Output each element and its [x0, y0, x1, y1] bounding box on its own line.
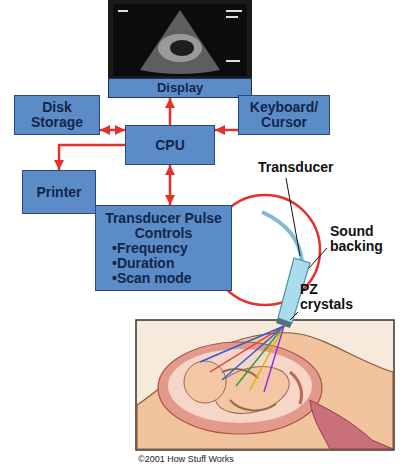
- part-label: PZ crystals: [300, 282, 370, 312]
- storage-box: Disk Storage: [14, 95, 100, 135]
- box-label: Keyboard/ Cursor: [243, 100, 325, 130]
- monitor: [108, 0, 252, 80]
- box-label: Display: [113, 81, 247, 95]
- bullet-item: •Frequency: [100, 241, 227, 256]
- fetus-head: [184, 361, 226, 403]
- probe-cable: [262, 212, 302, 262]
- box-label: Transducer Pulse Controls: [100, 211, 227, 241]
- monitor-frame: [108, 0, 252, 80]
- pelvic-organs: [310, 400, 393, 449]
- leader-line: [309, 248, 327, 268]
- fetus-leg: [230, 400, 276, 410]
- screen-mark: [226, 60, 240, 62]
- leader-line: [286, 178, 300, 256]
- ultrasound-echo: [158, 34, 202, 62]
- ultrasound-cavity: [170, 40, 194, 56]
- display-band: Display: [108, 78, 252, 98]
- part-label: Transducer: [258, 160, 348, 175]
- amniotic-sac: [168, 349, 312, 423]
- signal-arrow: [59, 145, 125, 170]
- sound-wave: [264, 326, 284, 392]
- sound-wave: [210, 326, 284, 372]
- ultrasound-fan: [140, 10, 220, 74]
- bullet-item: •Duration: [100, 256, 227, 271]
- uterus: [158, 342, 322, 434]
- illustration-frame: [136, 320, 394, 450]
- box-label: Printer: [27, 185, 91, 200]
- sound-wave: [200, 326, 284, 362]
- monitor-screen: [113, 4, 247, 76]
- cpu-box: CPU: [125, 125, 215, 165]
- control-box: Transducer Pulse Controls•Frequency•Dura…: [95, 205, 232, 291]
- sound-wave: [236, 326, 284, 386]
- sound-waves: [200, 326, 284, 392]
- screen-mark: [226, 10, 242, 12]
- screen-mark: [226, 16, 238, 18]
- signal-arrow: [169, 98, 172, 125]
- patient-illustration: [136, 320, 394, 450]
- signal-arrow: [215, 129, 238, 132]
- box-label: Disk Storage: [19, 100, 95, 130]
- signal-arrow: [169, 165, 172, 205]
- leader-line: [290, 312, 298, 320]
- input-box: Keyboard/ Cursor: [238, 95, 330, 135]
- signal-arrow: [100, 129, 125, 132]
- fetus-arm: [222, 369, 258, 378]
- pz-crystals: [276, 318, 292, 328]
- output-box: Printer: [22, 170, 96, 214]
- box-label: CPU: [130, 138, 210, 153]
- umbilical-cord: [290, 372, 302, 404]
- bullet-item: •Scan mode: [100, 271, 227, 286]
- part-label: Sound backing: [330, 224, 400, 254]
- copyright-note: ©2001 How Stuff Works: [138, 454, 298, 464]
- sound-wave: [222, 326, 284, 380]
- screen-mark: [118, 10, 128, 12]
